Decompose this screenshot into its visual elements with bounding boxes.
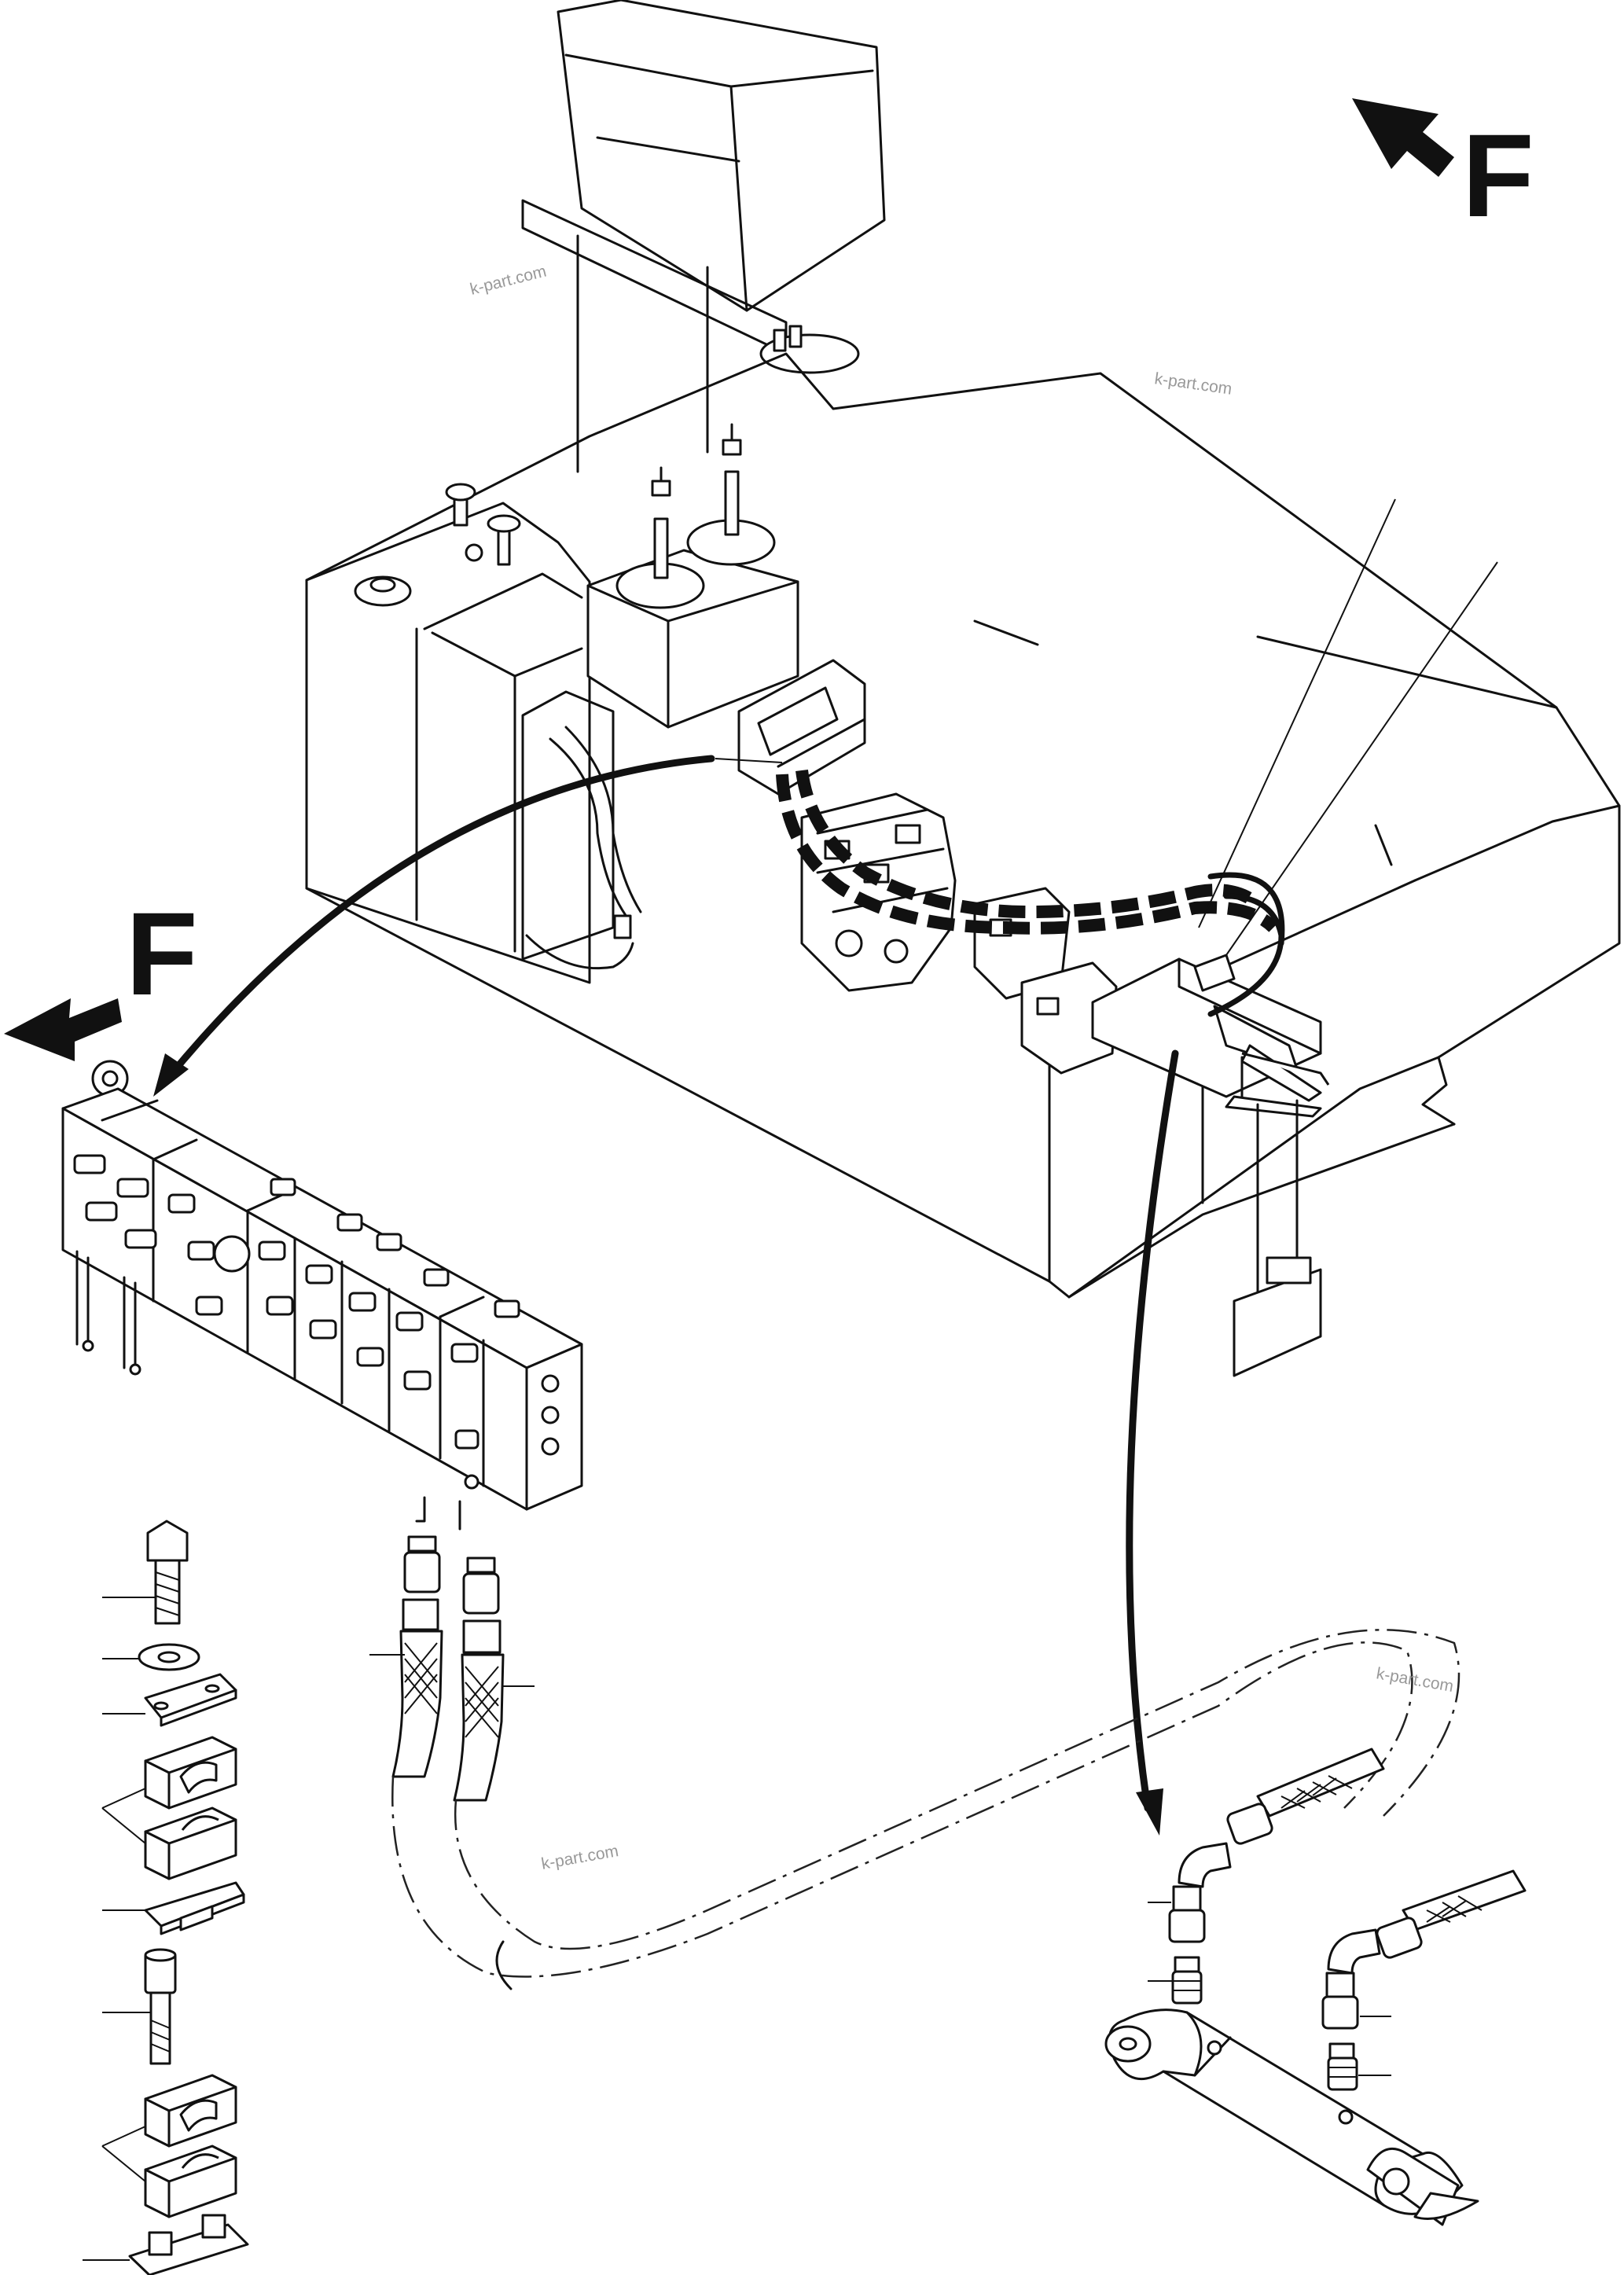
arrow-up-left-icon bbox=[1352, 98, 1454, 177]
washer bbox=[102, 1643, 200, 1671]
detail-pointer-arrows bbox=[153, 755, 1179, 1836]
watermark-2: k-part.com bbox=[1153, 369, 1233, 399]
arrow-left-icon bbox=[4, 998, 122, 1061]
watermark-3: k-part.com bbox=[1375, 1664, 1455, 1696]
machine-upper-structure bbox=[305, 0, 1621, 1299]
hose-assembly-pair bbox=[369, 1535, 535, 1802]
leader-lines bbox=[715, 498, 1498, 956]
bolt bbox=[102, 1520, 189, 1625]
clamp-halves-upper bbox=[101, 1736, 237, 1880]
hydraulic-cylinder-detail bbox=[1104, 1748, 1527, 2226]
direction-mark-f-left: F bbox=[126, 888, 198, 1020]
watermark-4: k-part.com bbox=[540, 1842, 620, 1873]
lock-plate bbox=[102, 1881, 245, 1935]
long-bolt bbox=[102, 1948, 177, 2065]
deck-control-valves bbox=[800, 792, 1330, 1377]
clamp-hardware-stack bbox=[83, 1520, 249, 2275]
watermark-1: k-part.com bbox=[468, 263, 549, 299]
direction-mark-f-top: F bbox=[1462, 109, 1534, 241]
base-plate bbox=[83, 2214, 249, 2275]
valve-bank-detail bbox=[61, 1060, 583, 1531]
operator-cab bbox=[521, 0, 886, 473]
direction-mark-top-right: F bbox=[1352, 98, 1534, 241]
clamp-halves-lower bbox=[101, 2074, 237, 2218]
hose-path-centerline bbox=[391, 1629, 1460, 1990]
direction-mark-left: F bbox=[4, 888, 198, 1061]
cover-plate bbox=[102, 1673, 237, 1727]
